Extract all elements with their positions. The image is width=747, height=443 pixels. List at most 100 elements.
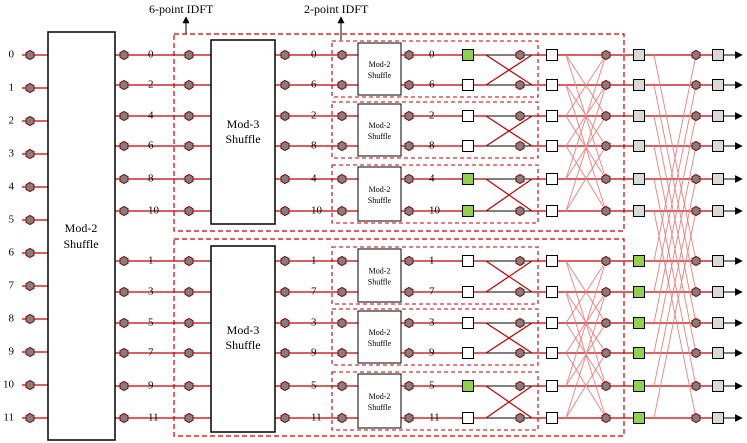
mod3-output-node — [280, 412, 290, 424]
stage3-node — [691, 49, 701, 61]
input-node — [25, 214, 35, 226]
mod2-main-shuffle-block — [47, 31, 116, 441]
mod3-output-label: 2 — [311, 110, 317, 122]
small-shuffle-layer: Mod-2ShuffleMod-2ShuffleMod-2ShuffleMod-… — [357, 42, 402, 429]
twiddle-box-stage4 — [712, 173, 724, 185]
mod3-bottom-label-line2: Shuffle — [225, 338, 260, 352]
input-node — [25, 181, 35, 193]
mod2-output-node — [119, 205, 129, 217]
two-point-label: 1 — [429, 255, 435, 267]
mod3-input-node — [184, 286, 194, 298]
input-label: 3 — [9, 148, 15, 160]
mod3-output-node — [280, 49, 290, 61]
mod3-output-node — [280, 110, 290, 122]
stage2-node — [601, 173, 611, 185]
stage2-node — [601, 317, 611, 329]
mod2-main-label-line1: Mod-2 — [65, 221, 98, 235]
mod2-output-label: 3 — [148, 286, 154, 298]
mod2-output-label: 1 — [148, 255, 154, 267]
input-label: 2 — [9, 115, 15, 127]
mod3-output-node — [280, 205, 290, 217]
twiddle-box-stage3 — [633, 317, 645, 329]
mod2-output-node — [119, 110, 129, 122]
input-label: 4 — [9, 181, 15, 193]
small-shuffle-output-node — [404, 412, 414, 424]
twiddle-box-stage3 — [633, 412, 645, 424]
mod2-small-label-line2: Shuffle — [368, 278, 392, 287]
mod2-small-label-line1: Mod-2 — [369, 185, 391, 194]
twiddle-box-stage1 — [462, 347, 474, 359]
twiddle-box-stage4 — [712, 205, 724, 217]
small-shuffle-input-node — [337, 255, 347, 267]
twiddle-box-stage3 — [633, 173, 645, 185]
mod2-small-shuffle-block — [357, 42, 402, 96]
mod2-small-label-line2: Shuffle — [368, 403, 392, 412]
two-point-idft-group — [331, 308, 539, 366]
butterfly-node — [515, 317, 525, 329]
mod2-output-label: 7 — [148, 347, 154, 359]
two-point-label: 10 — [429, 205, 441, 217]
stage3-node — [691, 173, 701, 185]
two-point-label: 6 — [429, 79, 435, 91]
twiddle-box-stage2 — [546, 173, 558, 185]
mod2-small-label-line2: Shuffle — [368, 339, 392, 348]
small-shuffle-output-node — [404, 49, 414, 61]
mod2-output-node — [119, 255, 129, 267]
mod2-output-label: 0 — [148, 49, 154, 61]
small-shuffle-output-node — [404, 347, 414, 359]
mod2-output-label: 4 — [148, 110, 154, 122]
input-label: 0 — [9, 49, 15, 61]
mod3-input-node — [184, 49, 194, 61]
twiddle-box-stage4 — [712, 49, 724, 61]
twiddle-box-stage1 — [462, 49, 474, 61]
twiddle-box-stage3 — [633, 140, 645, 152]
twiddle-box-stage3 — [633, 380, 645, 392]
small-shuffle-output-node — [404, 255, 414, 267]
butterfly-node — [515, 412, 525, 424]
mod2-output-node — [119, 412, 129, 424]
mod3-bottom-label-line1: Mod-3 — [227, 323, 260, 337]
stage3-node — [691, 380, 701, 392]
input-node — [25, 379, 35, 391]
small-shuffle-input-node — [337, 140, 347, 152]
mod3-output-label: 6 — [311, 79, 317, 91]
stage3-node — [691, 205, 701, 217]
small-shuffle-output-node — [404, 380, 414, 392]
butterfly-cross — [485, 322, 533, 354]
final-butterfly-connection — [653, 178, 697, 387]
mod2-output-label: 5 — [148, 317, 154, 329]
stage2-node — [601, 110, 611, 122]
labels-layer: 0123456789101102468101357911062841017395… — [3, 49, 441, 424]
twiddle-boxes-layer — [462, 49, 724, 424]
input-label: 10 — [3, 379, 15, 391]
six-point-group-bottom — [173, 238, 625, 437]
input-node — [25, 82, 35, 94]
two-point-label: 2 — [429, 110, 435, 122]
small-shuffle-input-node — [337, 317, 347, 329]
mod3-input-node — [184, 255, 194, 267]
two-point-label: 5 — [429, 380, 435, 392]
mod2-small-label-line2: Shuffle — [368, 132, 392, 141]
two-point-label: 9 — [429, 347, 435, 359]
stage2-node — [601, 49, 611, 61]
twiddle-box-stage4 — [712, 380, 724, 392]
mod3-input-node — [184, 412, 194, 424]
two-point-label: 3 — [429, 317, 435, 329]
butterfly-node — [515, 286, 525, 298]
two-point-idft-group — [331, 40, 539, 98]
stage2-node — [601, 255, 611, 267]
stage3-node — [691, 255, 701, 267]
mod2-output-node — [119, 380, 129, 392]
mod2-small-shuffle-block — [357, 248, 402, 303]
two-point-label: 11 — [429, 412, 440, 424]
twiddle-box-stage1 — [462, 140, 474, 152]
mod2-small-shuffle-block — [357, 310, 402, 364]
twiddle-box-stage1 — [462, 205, 474, 217]
small-shuffle-output-node — [404, 317, 414, 329]
mod3-output-node — [280, 317, 290, 329]
twiddle-box-stage3 — [633, 286, 645, 298]
butterfly-layer — [485, 54, 697, 419]
butterfly-node — [515, 140, 525, 152]
two-point-idft-group — [331, 164, 539, 224]
radix3-connection — [565, 260, 607, 387]
